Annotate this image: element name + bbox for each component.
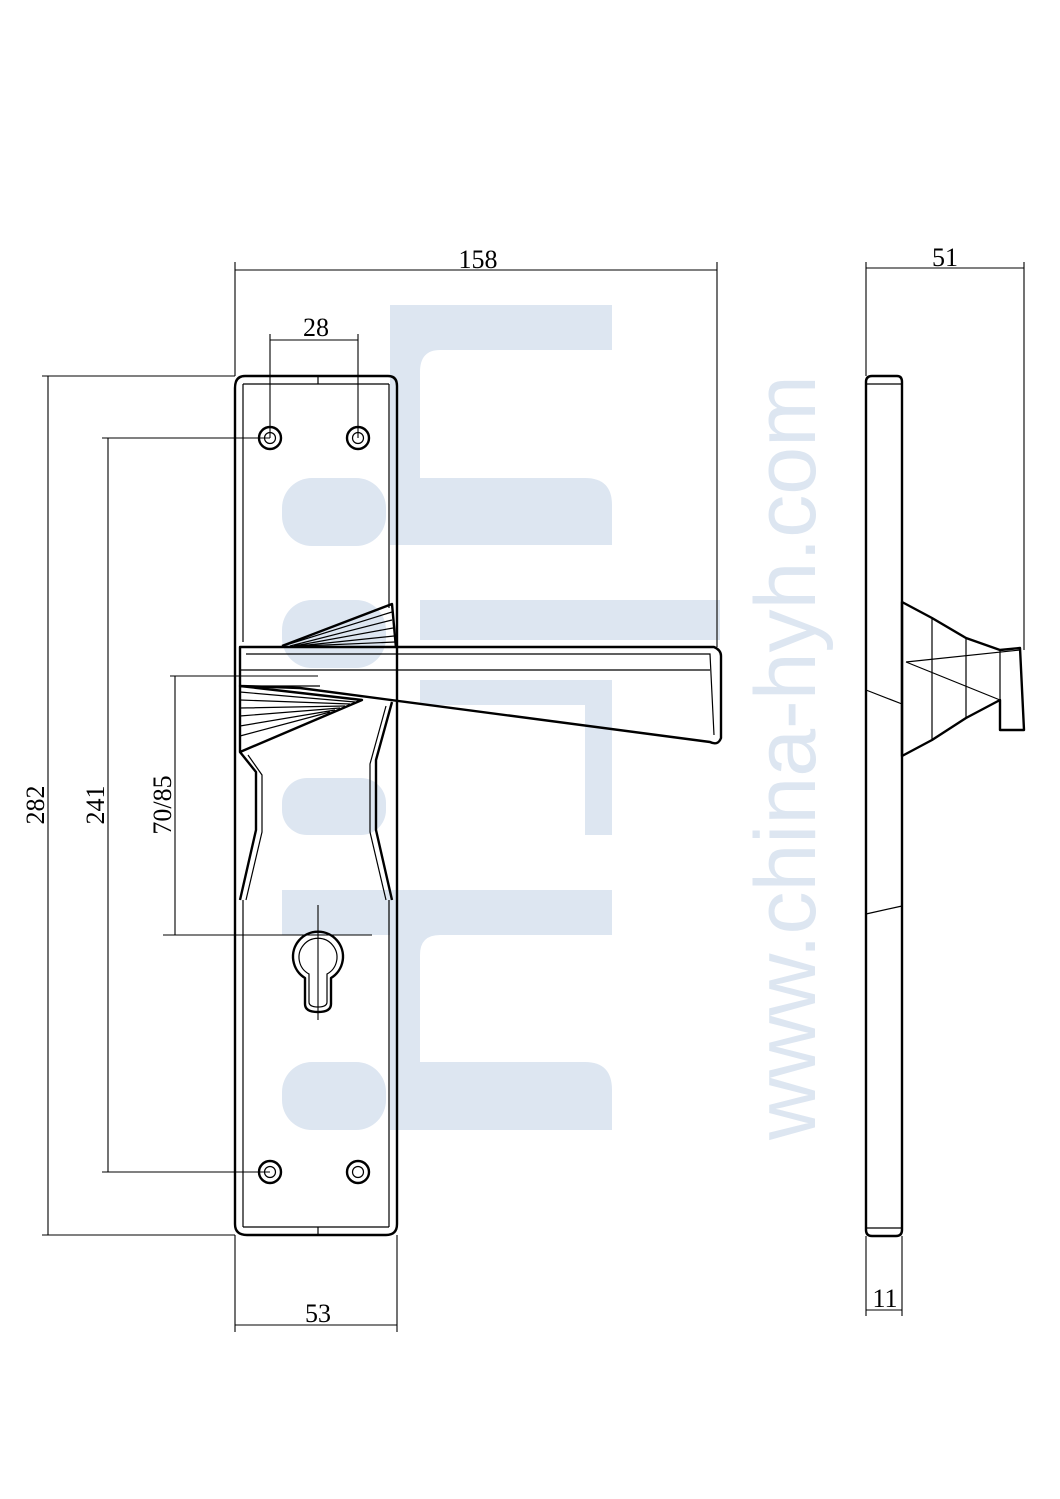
dimension-overall-width: 158 xyxy=(234,245,718,647)
dimension-fixing-centers: 241 xyxy=(81,437,270,1173)
dimension-screw-spacing: 28 xyxy=(269,313,359,438)
label-backset: 70/85 xyxy=(148,775,177,834)
dimension-backset: 70/85 xyxy=(148,675,372,1020)
dimension-plate-thickness: 11 xyxy=(865,1236,903,1316)
watermark-logo xyxy=(282,305,720,1130)
watermark-url: www.china-hyh.com xyxy=(738,375,834,1141)
label-fixing-centers: 241 xyxy=(81,786,110,825)
side-view xyxy=(864,374,1026,1238)
label-overall-width: 158 xyxy=(459,245,498,274)
label-plate-width: 53 xyxy=(305,1299,331,1328)
label-plate-thickness: 11 xyxy=(872,1284,897,1313)
lever-handle xyxy=(238,602,723,754)
label-projection: 51 xyxy=(932,243,958,272)
dimension-plate-width: 53 xyxy=(234,1235,398,1332)
dimension-plate-height: 282 xyxy=(21,375,235,1236)
cylinder-keyhole xyxy=(291,930,345,1014)
label-screw-spacing: 28 xyxy=(303,313,329,342)
dimension-projection: 51 xyxy=(865,243,1025,650)
screw-hole-bottom-right xyxy=(345,1159,371,1185)
label-plate-height: 282 xyxy=(21,786,50,825)
front-back-plate xyxy=(233,374,399,1237)
